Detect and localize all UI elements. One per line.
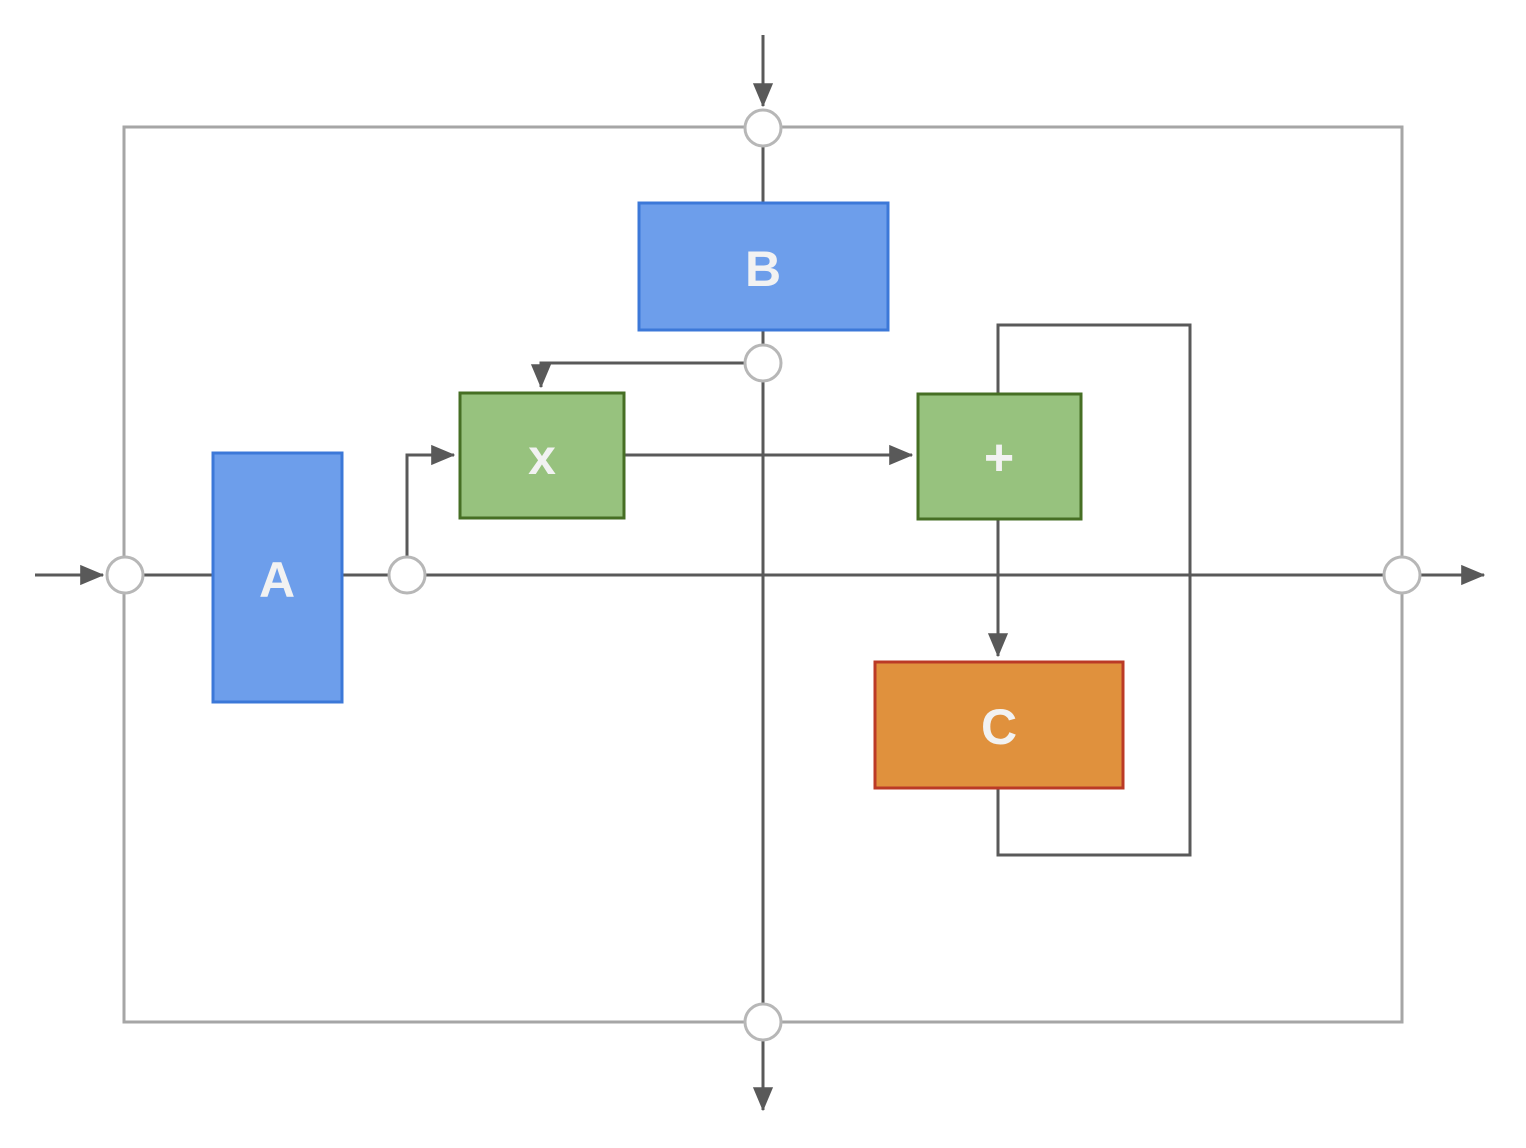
node-B[interactable]: B bbox=[637, 201, 890, 332]
port-after-A[interactable] bbox=[387, 555, 427, 595]
C-feedback-connector bbox=[996, 323, 1192, 857]
node-B-rect bbox=[637, 201, 890, 332]
node-multiply[interactable]: x bbox=[458, 391, 626, 520]
node-add[interactable]: + bbox=[916, 392, 1083, 521]
port-top[interactable] bbox=[743, 108, 783, 148]
node-C-label: C bbox=[981, 699, 1017, 755]
port-below-B[interactable] bbox=[743, 343, 783, 383]
node-add-rect bbox=[916, 392, 1083, 521]
node-multiply-label: x bbox=[528, 429, 556, 485]
node-add-label: + bbox=[984, 429, 1014, 487]
node-C-rect bbox=[873, 660, 1125, 790]
port-left[interactable] bbox=[105, 555, 145, 595]
port-bottom[interactable] bbox=[743, 1002, 783, 1042]
node-A[interactable]: A bbox=[211, 451, 344, 704]
A-branch-arrow bbox=[405, 444, 456, 557]
node-multiply-rect bbox=[458, 391, 626, 520]
node-A-label: A bbox=[259, 552, 295, 608]
node-C[interactable]: C bbox=[873, 660, 1125, 790]
B-branch-arrow bbox=[530, 361, 745, 389]
port-right[interactable] bbox=[1382, 555, 1422, 595]
node-A-rect bbox=[211, 451, 344, 704]
node-B-label: B bbox=[745, 241, 781, 297]
